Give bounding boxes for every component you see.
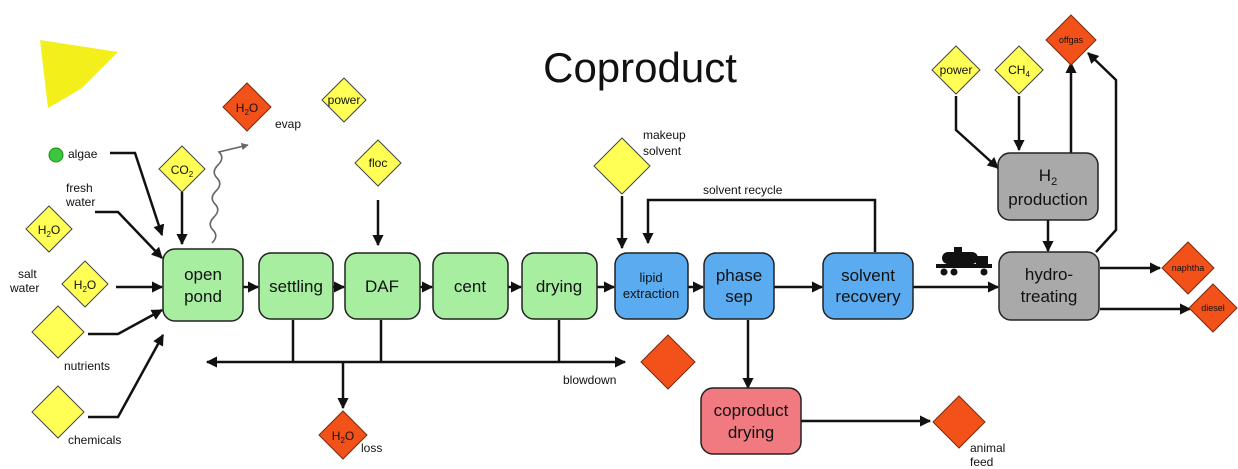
- svg-text:hydro-: hydro-: [1025, 265, 1073, 284]
- animal-feed-label-line1: animal: [970, 441, 1005, 455]
- svg-text:settling: settling: [269, 277, 323, 296]
- svg-text:cent: cent: [454, 277, 486, 296]
- svg-text:sep: sep: [725, 287, 752, 306]
- svg-text:open: open: [184, 265, 222, 284]
- svg-text:diesel: diesel: [1201, 303, 1225, 313]
- svg-text:DAF: DAF: [365, 277, 399, 296]
- animal-feed-label-line2: feed: [970, 455, 993, 469]
- floc-input-diamond: floc: [354, 139, 402, 187]
- animal-feed-output-diamond: [932, 395, 986, 449]
- algae-label: algae: [68, 147, 98, 161]
- settling-box: settling: [258, 252, 334, 320]
- loss-label: loss: [361, 441, 382, 455]
- blowdown-output-diamond: [640, 334, 696, 390]
- svg-text:lipid: lipid: [639, 270, 662, 285]
- makeup-solvent-label-line2: solvent: [643, 144, 682, 158]
- makeup-solvent-input-diamond: [593, 137, 651, 195]
- svg-text:power: power: [328, 93, 361, 107]
- svg-text:H2O: H2O: [38, 223, 60, 239]
- svg-text:CH4: CH4: [1008, 63, 1030, 79]
- co2-input-diamond: CO2: [158, 145, 206, 193]
- solvent-recycle-label: solvent recycle: [703, 183, 783, 197]
- diagram-title: Coproduct: [543, 44, 737, 91]
- naphtha-output-diamond: naphtha: [1161, 241, 1215, 295]
- svg-text:extraction: extraction: [623, 286, 679, 301]
- flow-connectors: [88, 52, 1192, 427]
- drying-box: drying: [521, 252, 598, 320]
- diesel-output-diamond: diesel: [1188, 283, 1238, 333]
- makeup-solvent-label-line1: makeup: [643, 128, 686, 142]
- coproduct-drying-box: coproduct drying: [700, 387, 802, 455]
- algae-dot-icon: [48, 147, 64, 163]
- fresh-water-label-line1: fresh: [66, 181, 93, 195]
- sun-icon: [40, 40, 118, 108]
- power-h2-input-diamond: power: [931, 45, 981, 95]
- chemicals-label: chemicals: [68, 433, 121, 447]
- open-pond-box: open pond: [162, 248, 244, 322]
- fresh-water-input-diamond: H2O: [25, 205, 73, 253]
- chemicals-input-diamond: [31, 385, 85, 439]
- solvent-recovery-box: solvent recovery: [822, 252, 914, 320]
- svg-text:pond: pond: [184, 287, 222, 306]
- svg-text:recovery: recovery: [835, 287, 901, 306]
- svg-text:floc: floc: [369, 156, 388, 170]
- offgas-output-diamond: offgas: [1045, 14, 1097, 66]
- svg-text:H2O: H2O: [236, 101, 258, 117]
- svg-text:coproduct: coproduct: [714, 401, 789, 420]
- salt-water-label-line2: water: [9, 281, 39, 295]
- salt-water-label-line1: salt: [18, 267, 37, 281]
- svg-text:H2O: H2O: [332, 429, 354, 445]
- svg-text:CO2: CO2: [171, 163, 194, 179]
- svg-text:offgas: offgas: [1059, 35, 1084, 45]
- blowdown-label: blowdown: [563, 373, 616, 387]
- fresh-water-label-line2: water: [65, 195, 95, 209]
- power-input-diamond: power: [321, 77, 367, 123]
- nutrients-input-diamond: [31, 305, 85, 359]
- hydrotreating-box: hydro- treating: [998, 251, 1100, 321]
- cent-box: cent: [432, 252, 509, 320]
- svg-text:treating: treating: [1021, 287, 1078, 306]
- svg-text:drying: drying: [536, 277, 582, 296]
- daf-box: DAF: [344, 252, 421, 320]
- tanker-truck-icon: [936, 247, 992, 276]
- phase-sep-box: phase sep: [703, 252, 775, 320]
- salt-water-input-diamond: H2O: [61, 260, 109, 308]
- svg-text:power: power: [940, 63, 973, 77]
- nutrients-label: nutrients: [64, 359, 110, 373]
- svg-text:H2: H2: [1039, 166, 1057, 188]
- svg-text:drying: drying: [728, 423, 774, 442]
- h2o-loss-output-diamond: H2O: [318, 410, 368, 460]
- h2-production-box: H2 production: [997, 152, 1099, 221]
- svg-text:phase: phase: [716, 266, 762, 285]
- svg-text:solvent: solvent: [841, 266, 895, 285]
- h2o-evap-output-diamond: H2O: [222, 82, 272, 132]
- lipid-extraction-box: lipid extraction: [614, 252, 689, 320]
- ch4-input-diamond: CH4: [994, 45, 1044, 95]
- svg-text:production: production: [1008, 190, 1087, 209]
- svg-text:H2O: H2O: [74, 278, 96, 294]
- wavy-evaporation-arrow-icon: [209, 143, 249, 244]
- evap-label: evap: [275, 117, 301, 131]
- svg-text:naphtha: naphtha: [1172, 263, 1205, 273]
